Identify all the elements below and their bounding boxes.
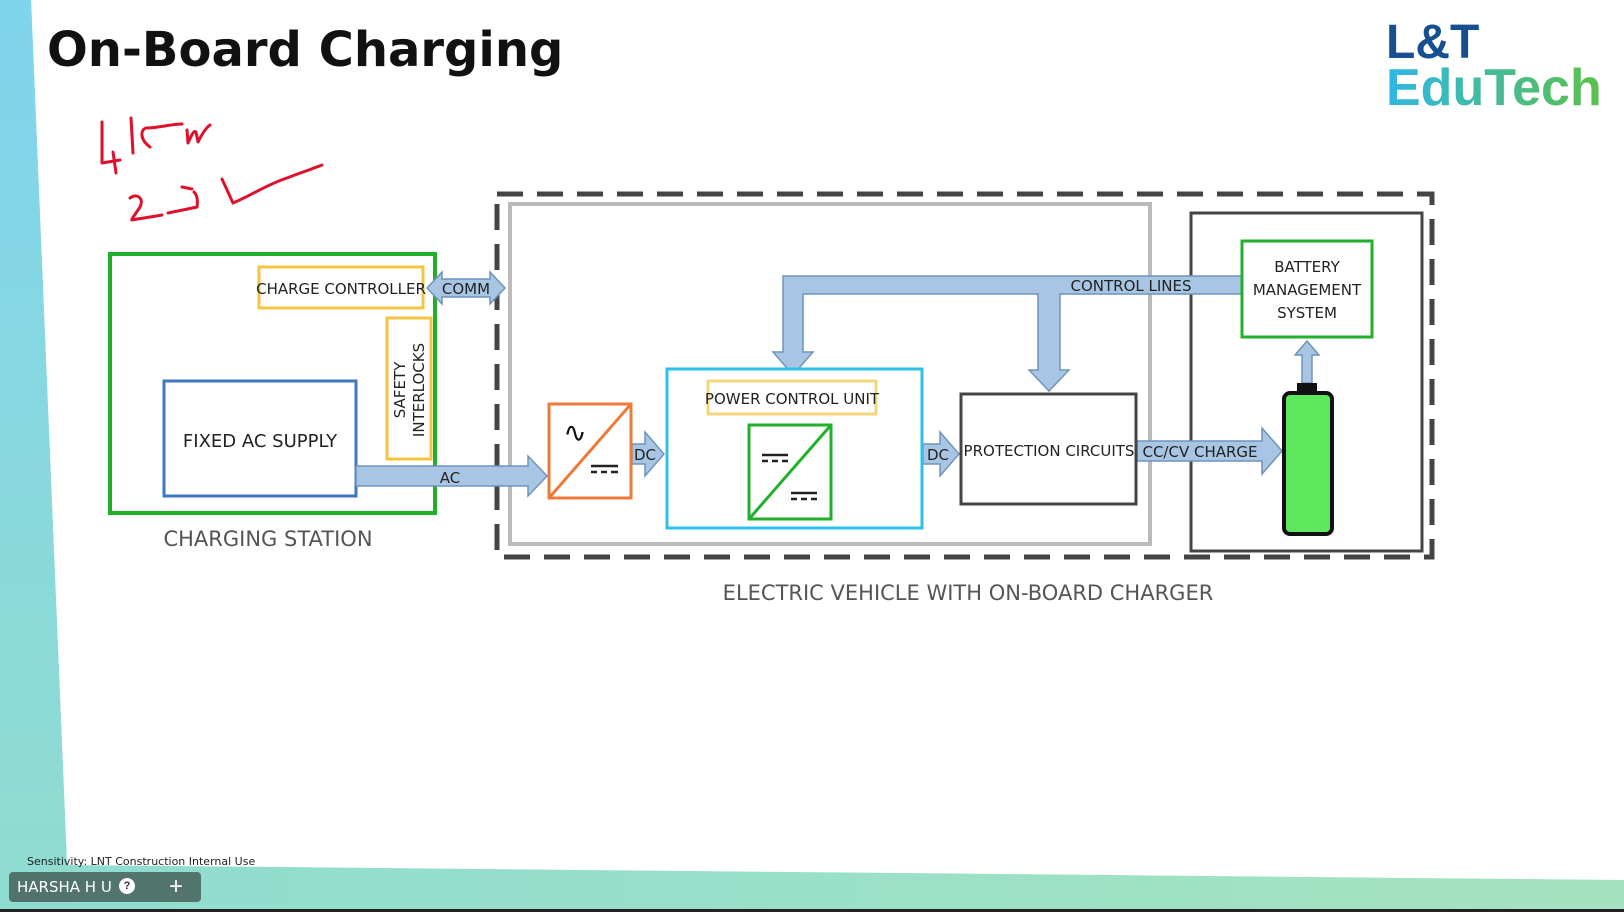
help-icon[interactable]: ? <box>119 878 135 894</box>
battery-frame <box>1189 211 1424 553</box>
comm-arrow <box>425 270 507 306</box>
comm-label: COMM <box>442 280 490 298</box>
ac-label: AC <box>440 469 460 487</box>
lt-edutech-logo: L&T EduTech <box>1386 16 1602 117</box>
ac-dc-converter: ∿ <box>547 402 633 500</box>
dc-symbol-icon <box>762 453 817 501</box>
charge-controller-box <box>257 265 425 310</box>
bottom-edge <box>0 909 1624 912</box>
left-strip <box>0 0 67 865</box>
dc-label-1: DC <box>634 446 656 464</box>
charging-station: CHARGE CONTROLLER SAFETY INTERLOCKS FIXE… <box>108 252 437 551</box>
safety-interlocks-box <box>385 316 433 461</box>
presenter-tag: HARSHA H U ? + <box>9 872 201 902</box>
ev-label: ELECTRIC VEHICLE WITH ON-BOARD CHARGER <box>723 581 1214 605</box>
obc-frame <box>508 202 1152 546</box>
protection-circuits-label: PROTECTION CIRCUITS <box>964 442 1135 460</box>
fixed-ac-supply-label: FIXED AC SUPPLY <box>183 431 338 452</box>
power-control-unit: POWER CONTROL UNIT <box>665 367 924 530</box>
ac-arrow <box>355 454 549 498</box>
svg-text:EduTech: EduTech <box>1386 59 1602 117</box>
svg-text:L&T: L&T <box>1386 16 1479 69</box>
battery-icon <box>1282 383 1334 536</box>
ev-boundary <box>494 191 1435 560</box>
handwritten-annotation <box>100 116 324 222</box>
add-icon[interactable]: + <box>169 873 184 900</box>
ac-symbol-icon: ∿ <box>563 416 586 449</box>
fixed-ac-supply-box <box>162 379 358 498</box>
cccv-arrow <box>1136 425 1283 477</box>
svg-text:BATTERY: BATTERY <box>1274 258 1340 276</box>
dc-arrow-1 <box>631 429 665 479</box>
bms-box: BATTERY MANAGEMENT SYSTEM <box>1240 239 1374 339</box>
dc-label-2: DC <box>927 446 949 464</box>
dc-arrow-2 <box>922 429 960 479</box>
cccv-label: CC/CV CHARGE <box>1142 443 1257 461</box>
slide-title: On-Board Charging <box>47 22 563 78</box>
sensitivity-label: Sensitivity: LNT Construction Internal U… <box>27 855 256 868</box>
control-lines-label: CONTROL LINES <box>1070 277 1191 295</box>
safety-interlocks-label: INTERLOCKS <box>410 343 428 437</box>
control-lines-arrow <box>771 275 1243 393</box>
svg-text:SYSTEM: SYSTEM <box>1277 304 1337 322</box>
battery-to-bms-arrow <box>1293 339 1321 384</box>
dc-symbol-icon <box>591 464 618 474</box>
pcu-label: POWER CONTROL UNIT <box>705 390 880 408</box>
svg-text:MANAGEMENT: MANAGEMENT <box>1253 281 1362 299</box>
safety-interlocks-label: SAFETY <box>391 361 409 418</box>
presenter-name: HARSHA H U <box>17 878 112 896</box>
protection-circuits-box <box>959 392 1138 506</box>
charging-station-label: CHARGING STATION <box>163 527 372 551</box>
charge-controller-label: CHARGE CONTROLLER <box>256 280 426 298</box>
